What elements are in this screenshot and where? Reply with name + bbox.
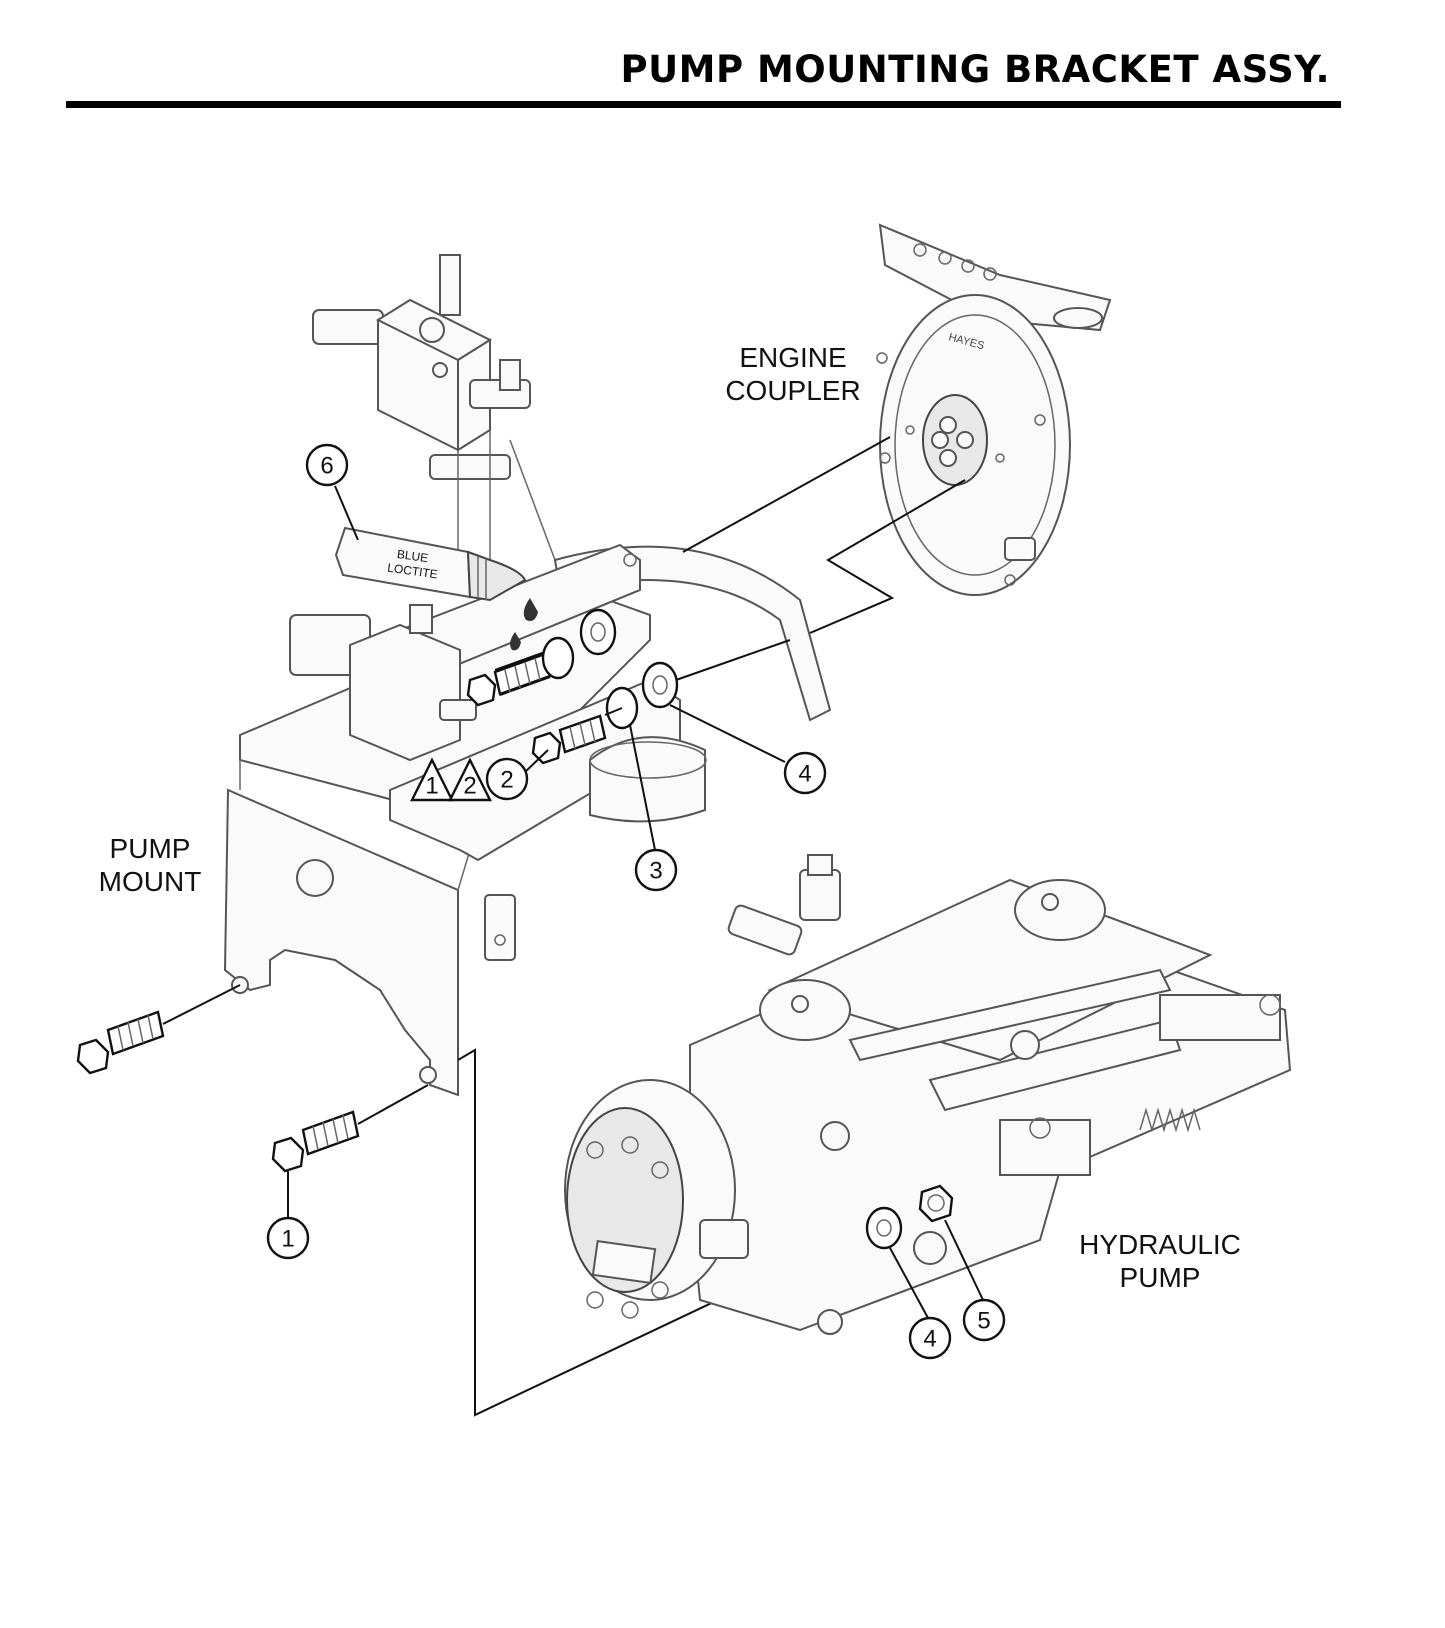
loctite-tube: BLUE LOCTITE: [334, 526, 527, 602]
loctite-drop-icon-2: [510, 632, 521, 651]
svg-text:6: 6: [320, 453, 333, 480]
bolt-item-2: [531, 714, 607, 765]
leader-upper-coupler: [682, 436, 891, 553]
svg-text:1: 1: [281, 1226, 294, 1253]
label-engine-coupler-2: COUPLER: [725, 375, 860, 406]
svg-text:3: 3: [649, 858, 662, 885]
note-triangle-1: 1: [410, 757, 454, 802]
lock-washer-upper: [541, 636, 575, 680]
loctite-drop-icon: [523, 598, 538, 621]
valve-block: [312, 254, 556, 561]
callout-6: 6: [305, 443, 349, 487]
callout-2: 2: [485, 757, 529, 801]
callout-3: 3: [634, 848, 678, 892]
svg-text:1: 1: [425, 773, 438, 800]
hydraulic-pump: [564, 854, 1292, 1335]
callout-4-upper: 4: [783, 751, 827, 795]
leader-lower-coupler: [809, 479, 966, 634]
leader-bracket-pump: [457, 1048, 871, 1417]
title-rule: [66, 101, 1341, 108]
bolt-item-1: [271, 1110, 360, 1173]
svg-text:4: 4: [798, 761, 811, 788]
callout-1: 1: [266, 1216, 310, 1260]
label-pump-mount-2: MOUNT: [99, 866, 202, 897]
engine-coupler: HAYES: [876, 223, 1112, 596]
nut-item-5: [918, 1184, 954, 1223]
page-title: PUMP MOUNTING BRACKET ASSY.: [620, 48, 1330, 91]
callout-5: 5: [962, 1298, 1006, 1342]
flat-washer-item-4: [641, 661, 679, 709]
svg-text:2: 2: [500, 767, 513, 794]
svg-text:4: 4: [923, 1326, 936, 1353]
svg-text:2: 2: [463, 773, 476, 800]
label-engine-coupler-1: ENGINE: [739, 342, 846, 373]
label-hydraulic-pump-1: HYDRAULIC: [1079, 1229, 1241, 1260]
flat-washer-item-4b: [865, 1206, 903, 1250]
svg-text:5: 5: [977, 1308, 990, 1335]
label-pump-mount-1: PUMP: [110, 833, 191, 864]
loctite-label-2: LOCTITE: [386, 561, 438, 582]
callout-4-lower: 4: [908, 1316, 952, 1360]
loctite-label-1: BLUE: [396, 547, 429, 565]
label-hydraulic-pump-2: PUMP: [1120, 1262, 1201, 1293]
bolt-lower-left: [76, 1010, 165, 1075]
pump-mount-bracket: [223, 543, 832, 1097]
note-triangle-2: 2: [448, 757, 492, 802]
flat-washer-upper: [579, 608, 617, 656]
